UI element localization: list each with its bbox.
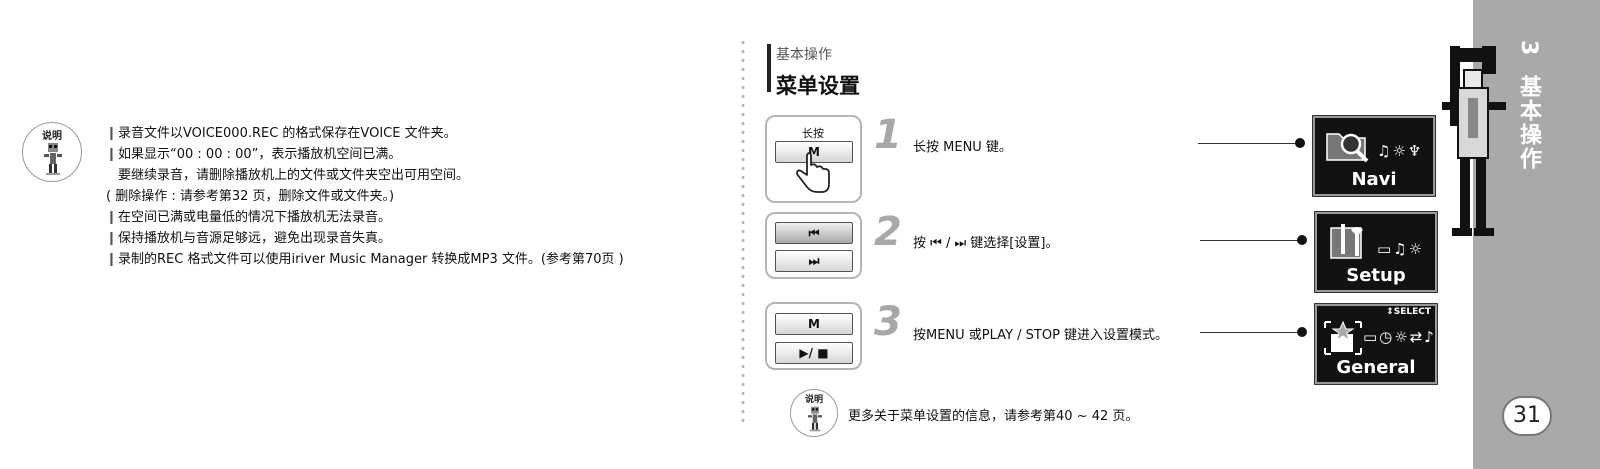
bullet-mark: ❙ xyxy=(106,210,117,225)
menu-icons: ▭♫☼ xyxy=(1377,240,1425,258)
note-item: ❙ 保持播放机与音源足够远，避免出现录音失真。 xyxy=(106,228,716,249)
finger-press-icon xyxy=(796,152,830,193)
leader-line xyxy=(1200,240,1300,241)
note-badge: 说明 xyxy=(790,389,838,437)
screen-general: ⇕SELECT ▭◷☼⇄♪ General xyxy=(1314,303,1438,385)
note-item: ❙ 如果显示“00 : 00 : 00”，表示播放机空间已满。 xyxy=(106,144,716,165)
pixel-figure-icon xyxy=(1442,46,1506,236)
page-divider xyxy=(741,38,745,426)
leader-line xyxy=(1200,332,1300,333)
notes-list: ❙ 录音文件以VOICE000.REC 的格式保存在VOICE 文件夹。 ❙ 如… xyxy=(106,123,716,270)
bullet-mark: ❙ xyxy=(106,231,117,246)
page-number: 31 xyxy=(1502,396,1552,436)
star-box-icon xyxy=(1324,320,1362,355)
note-label: 说明 xyxy=(42,131,62,142)
music-icons: ♫☼♆ xyxy=(1377,142,1424,160)
step-text: 长按 MENU 键。 xyxy=(913,140,1012,155)
chapter-number: 3 xyxy=(1516,40,1541,58)
leader-dot xyxy=(1297,235,1307,245)
mascot-icon xyxy=(808,406,822,432)
step-2-keys: ⏮ ⏭ xyxy=(765,212,862,279)
step-number: 3 xyxy=(874,299,902,345)
mascot-icon xyxy=(44,143,62,175)
note-label: 说明 xyxy=(804,395,823,405)
leader-dot xyxy=(1297,327,1307,337)
note-item: ❙ 录制的REC 格式文件可以使用iriver Music Manager 转换… xyxy=(106,249,716,270)
note-item: 要继续录音，请删除播放机上的文件或文件夹空出可用空间。 xyxy=(118,168,470,183)
menu-key[interactable]: M xyxy=(775,313,853,335)
settings-icons: ▭◷☼⇄♪ xyxy=(1363,328,1436,346)
more-info-note: 更多关于菜单设置的信息，请参考第40 ~ 42 页。 xyxy=(848,409,1139,424)
next-key[interactable]: ⏭ xyxy=(775,250,853,272)
screen-caption: General xyxy=(1336,357,1416,378)
note-item: ❙ 在空间已满或电量低的情况下播放机无法录音。 xyxy=(106,207,716,228)
leader-line xyxy=(1198,143,1298,144)
hold-label: 长按 xyxy=(802,127,824,140)
page-title: 菜单设置 xyxy=(776,74,860,98)
note-badge: 说明 xyxy=(22,122,82,182)
step-text: 按MENU 或PLAY / STOP 键进入设置模式。 xyxy=(913,328,1169,343)
step-text: 按 ⏮ / ⏭ 键选择[设置]。 xyxy=(913,236,1059,251)
screen-setup: ▭♫☼ Setup xyxy=(1314,211,1438,293)
bullet-mark: ❙ xyxy=(106,126,117,141)
step-1-keys: 长按 M xyxy=(765,115,862,203)
chapter-title: 基本操作 xyxy=(1516,74,1541,171)
screen-caption: Setup xyxy=(1346,265,1406,286)
chapter-band xyxy=(1473,0,1600,469)
note-item: ( 删除操作 : 请参考第32 页，删除文件或文件夹。) xyxy=(106,189,395,204)
step-3-keys: M ▶/ ■ xyxy=(765,302,862,370)
section-bar xyxy=(767,44,771,92)
screen-navi: ♫☼♆ Navi xyxy=(1312,115,1436,197)
prev-key[interactable]: ⏮ xyxy=(775,222,853,244)
step-number: 1 xyxy=(874,112,902,158)
bullet-mark: ❙ xyxy=(106,147,117,162)
folder-search-icon xyxy=(1326,133,1369,163)
tools-icon xyxy=(1330,224,1363,259)
chapter-heading: 3 基本操作 xyxy=(1514,40,1544,171)
bullet-mark: ❙ xyxy=(106,252,117,267)
select-indicator: ⇕SELECT xyxy=(1386,307,1431,317)
leader-dot xyxy=(1295,138,1305,148)
screen-caption: Navi xyxy=(1351,169,1397,190)
step-number: 2 xyxy=(874,209,902,255)
menu-key[interactable]: M xyxy=(775,141,853,163)
note-item: ❙ 录音文件以VOICE000.REC 的格式保存在VOICE 文件夹。 xyxy=(106,123,716,144)
breadcrumb: 基本操作 xyxy=(776,47,832,63)
play-stop-key[interactable]: ▶/ ■ xyxy=(775,342,853,364)
